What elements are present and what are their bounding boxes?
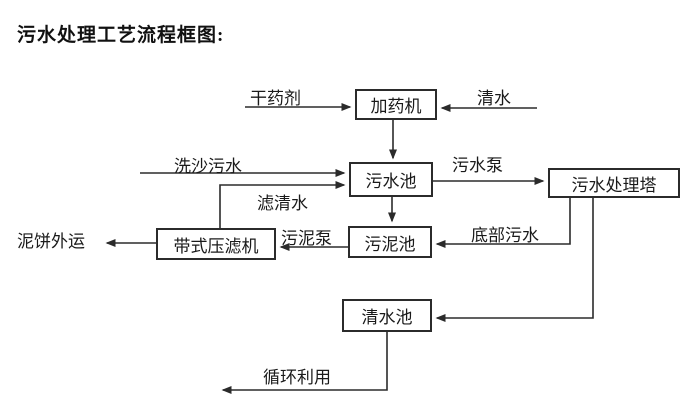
- edge-label-sewage-pump: 污水泵: [452, 156, 503, 175]
- node-dosing-machine-label: 加药机: [370, 97, 422, 116]
- node-sewage-pool: 污水池: [349, 162, 433, 197]
- connector-filtered-water-to-sewage-pool: [219, 181, 346, 228]
- node-dosing-machine: 加药机: [355, 89, 437, 120]
- node-clean-water-pool: 清水池: [342, 299, 432, 332]
- node-sewage-pool-label: 污水池: [365, 172, 417, 191]
- edge-label-sand-wash-sewage: 洗沙污水: [174, 157, 242, 176]
- node-sludge-pool-label: 污泥池: [364, 234, 416, 254]
- diagram-title: 污水处理工艺流程框图:: [17, 25, 225, 46]
- edge-label-sludge-pump: 污泥泵: [281, 229, 332, 248]
- edge-label-mud-cake-out: 泥饼外运: [17, 232, 85, 251]
- edge-label-clean-water: 清水: [477, 89, 511, 108]
- node-clean-water-pool-label: 清水池: [361, 308, 413, 327]
- edge-label-dry-agent: 干药剂: [250, 89, 301, 108]
- node-treatment-tower-label: 污水处理塔: [571, 175, 657, 195]
- connector-tower-bottom-sewage-to-sludge-pool: [435, 198, 571, 248]
- node-sludge-pool: 污泥池: [348, 226, 432, 258]
- edge-label-recycle: 循环利用: [263, 368, 331, 387]
- node-treatment-tower: 污水处理塔: [548, 168, 680, 198]
- node-belt-filter-press: 带式压滤机: [156, 228, 276, 260]
- edge-label-bottom-sewage: 底部污水: [471, 226, 539, 245]
- connector-tower-to-clean-pool: [435, 198, 594, 322]
- edge-label-filtered-water: 滤清水: [257, 194, 308, 213]
- connector-clean-pool-to-recycle: [221, 332, 388, 394]
- node-belt-filter-press-label: 带式压滤机: [173, 236, 259, 256]
